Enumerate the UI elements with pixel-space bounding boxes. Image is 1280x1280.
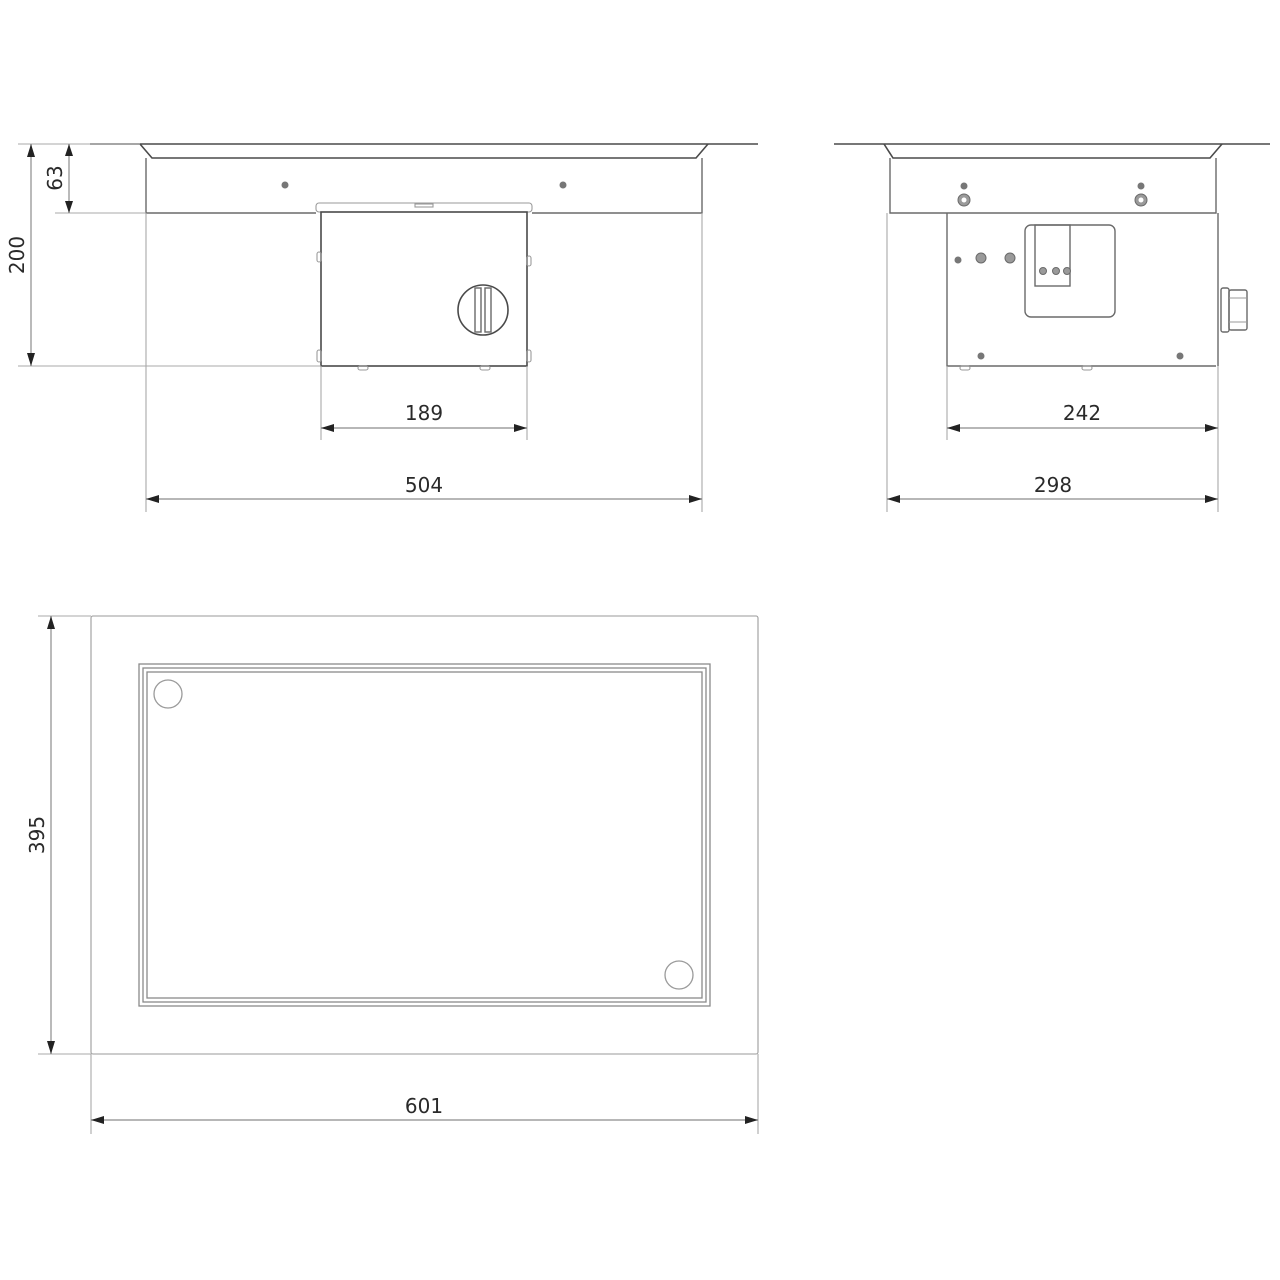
screw-icon xyxy=(1137,182,1145,190)
side-gland-icon xyxy=(1220,287,1230,333)
top-view: 395 601 xyxy=(25,615,759,1134)
box-clip xyxy=(316,349,322,363)
screw-icon xyxy=(281,181,289,189)
dimension-label-189: 189 xyxy=(405,401,443,425)
upper-housing-right xyxy=(532,158,703,214)
upper-housing-left xyxy=(145,158,316,214)
gland-slot xyxy=(474,287,482,333)
screw-icon xyxy=(977,352,985,360)
screw-icon xyxy=(960,182,968,190)
junction-box xyxy=(320,211,528,367)
box-clip xyxy=(316,251,322,263)
gland-slot xyxy=(484,287,492,333)
trim-lip xyxy=(883,143,1223,159)
box-foot xyxy=(357,365,369,371)
upper-housing xyxy=(889,158,1217,214)
dimension-label-395: 395 xyxy=(25,816,49,854)
corner-hole-icon xyxy=(153,679,183,709)
screw-icon xyxy=(559,181,567,189)
dimension-label-200: 200 xyxy=(5,236,29,274)
dimension-label-242: 242 xyxy=(1063,401,1101,425)
screw-icon xyxy=(1176,352,1184,360)
dimension-label-601: 601 xyxy=(405,1094,443,1118)
screw-icon xyxy=(1004,252,1016,264)
junction-box-side xyxy=(946,213,1216,367)
dimension-label-504: 504 xyxy=(405,473,443,497)
box-clip xyxy=(526,349,532,363)
box-clip xyxy=(526,255,532,267)
screw-icon xyxy=(954,256,962,264)
dimension-label-298: 298 xyxy=(1034,473,1072,497)
dimension-label-63: 63 xyxy=(43,165,67,190)
side-view: 242 298 xyxy=(834,143,1270,512)
terminal-block xyxy=(1034,224,1071,287)
inner-frame-inner xyxy=(146,671,703,999)
box-foot xyxy=(479,365,491,371)
front-view: 200 63 189 504 xyxy=(5,143,758,512)
inner-frame-outer xyxy=(138,663,711,1007)
screw-icon xyxy=(975,252,987,264)
outer-frame xyxy=(90,615,759,1055)
lid-tab xyxy=(414,203,434,208)
corner-hole-icon xyxy=(664,960,694,990)
trim-lip xyxy=(139,143,709,159)
cable-gland-icon xyxy=(457,284,509,336)
